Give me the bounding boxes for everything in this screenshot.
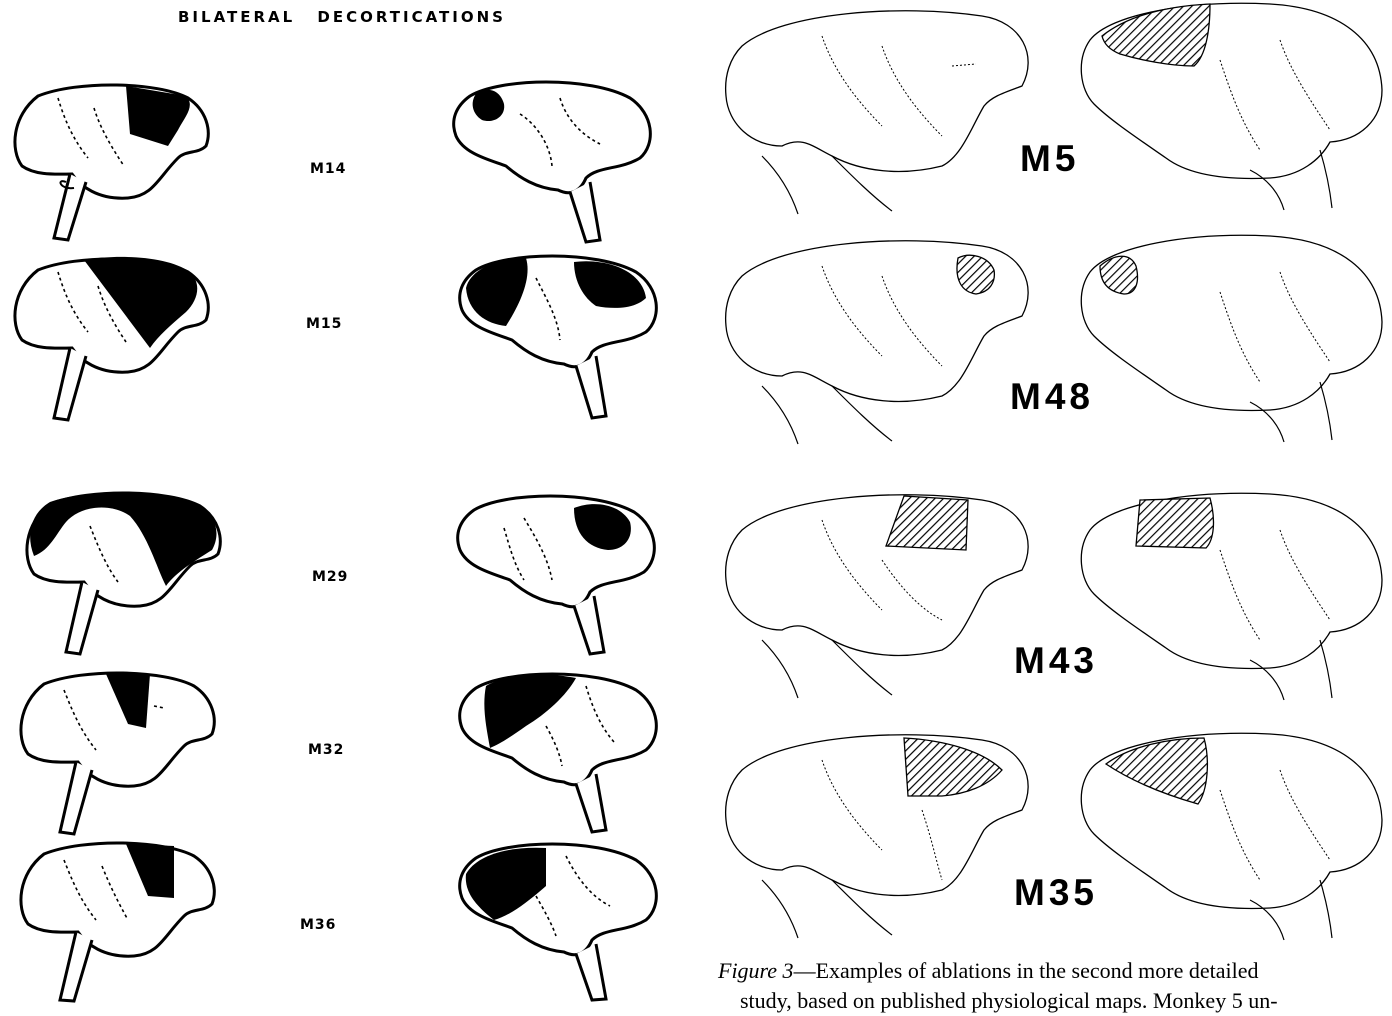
brain-drawing-right-hemisphere: [444, 488, 664, 658]
monkey-label: M14: [310, 161, 346, 177]
monkey-label: M35: [1014, 872, 1098, 914]
brain-drawing-right-hemisphere: [446, 836, 666, 1001]
brain-drawing-left-hemisphere: [14, 666, 224, 836]
brain-outline-right-hemisphere: [1070, 0, 1388, 212]
monkey-label: M36: [300, 917, 336, 933]
brain-outline-left-hemisphere: [722, 6, 1042, 216]
brain-outline-left-hemisphere: [722, 490, 1042, 700]
brain-drawing-right-hemisphere: [446, 666, 666, 836]
brain-outline-right-hemisphere: [1070, 730, 1388, 942]
panel-title-bilateral-decortications: BILATERAL DECORTICATIONS: [178, 8, 578, 26]
brain-outline-right-hemisphere: [1070, 232, 1388, 444]
caption-text-line-2: study, based on published physiological …: [718, 986, 1386, 1016]
brain-drawing-left-hemisphere: [20, 486, 230, 656]
monkey-label: M43: [1014, 640, 1098, 682]
figure-caption: Figure 3—Examples of ablations in the se…: [718, 956, 1386, 1016]
monkey-label: M29: [312, 569, 348, 585]
brain-outline-left-hemisphere: [722, 236, 1042, 446]
brain-drawing-right-hemisphere: [440, 74, 660, 244]
brain-drawing-right-hemisphere: [446, 248, 666, 423]
brain-drawing-left-hemisphere: [14, 836, 224, 1001]
monkey-label: M32: [308, 742, 344, 758]
brain-outline-right-hemisphere: [1070, 490, 1388, 702]
monkey-label: M5: [1020, 138, 1079, 180]
monkey-label: M15: [306, 316, 342, 332]
caption-text: —Examples of ablations in the second mor…: [794, 958, 1259, 983]
figure-label: Figure 3: [718, 958, 794, 983]
brain-drawing-left-hemisphere: [8, 252, 218, 422]
monkey-label: M48: [1010, 376, 1094, 418]
brain-outline-left-hemisphere: [722, 730, 1042, 940]
brain-drawing-left-hemisphere: [8, 78, 218, 243]
